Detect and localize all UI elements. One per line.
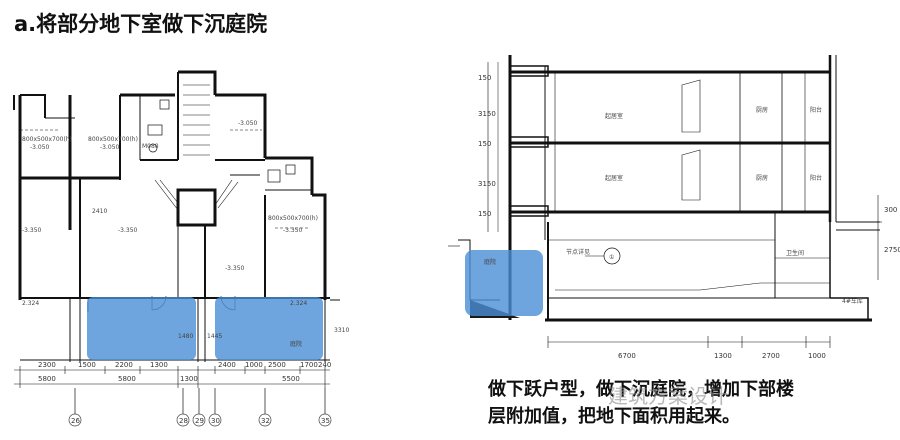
section-dim: 150 bbox=[478, 74, 491, 82]
plan-room-label: 1480 bbox=[178, 333, 193, 340]
section-room-label: 阳台 bbox=[810, 174, 822, 182]
section-room-label: 阳台 bbox=[810, 106, 822, 114]
plan-dim: 5500 bbox=[282, 375, 300, 383]
plan-room-label: 800x500x700(h) bbox=[88, 136, 138, 143]
axis-label: 35 bbox=[321, 417, 330, 425]
plan-room-label: -3.050 bbox=[30, 144, 50, 151]
section-room-label: 4#车库 bbox=[842, 297, 863, 305]
section-room-label: 厨房 bbox=[756, 174, 768, 182]
axis-label: 28 bbox=[179, 417, 188, 425]
plan-room-label: -3.050 bbox=[238, 120, 258, 127]
plan-labels: 800x500x700(h) -3.050 800x500x700(h) -3.… bbox=[22, 120, 349, 348]
courtyard-highlight-section bbox=[465, 250, 543, 316]
section-dim: 6700 bbox=[618, 352, 636, 360]
plan-dim: 1300 bbox=[150, 361, 168, 369]
plan-dim: 2400 bbox=[218, 361, 236, 369]
section-labels: 起居室 厨房 阳台 起居室 厨房 阳台 卫生间 庭院 节点详见 ① 4#车库 bbox=[484, 106, 863, 305]
section-room-label: 起居室 bbox=[605, 112, 623, 120]
plan-room-label: 2.324 bbox=[290, 300, 307, 307]
plan-dim: 2200 bbox=[115, 361, 133, 369]
section-dim: 2700 bbox=[762, 352, 780, 360]
section-dim: 3150 bbox=[478, 180, 496, 188]
courtyard-highlight-right bbox=[215, 297, 323, 360]
floor-plan bbox=[13, 70, 340, 414]
section-dim: 3150 bbox=[478, 110, 496, 118]
section-dim: 1300 bbox=[714, 352, 732, 360]
caption-text: 做下跃户型，做下沉庭院，增加下部楼 层附加值，把地下面积用起来。 bbox=[488, 376, 888, 430]
plan-dim: 240 bbox=[318, 361, 331, 369]
axis-label: 26 bbox=[71, 417, 80, 425]
section-dimensions: 6700 1300 2700 1000 300 2750 150 3150 15… bbox=[478, 74, 900, 360]
axis-label: 30 bbox=[211, 417, 220, 425]
plan-room-label: -3.350 bbox=[283, 227, 303, 234]
plan-dim: 5800 bbox=[38, 375, 56, 383]
plan-room-label: -3.350 bbox=[22, 227, 42, 234]
section-room-label: 庭院 bbox=[484, 258, 496, 266]
caption-line-2: 层附加值，把地下面积用起来。 bbox=[488, 406, 740, 427]
plan-room-label: 2410 bbox=[92, 208, 107, 215]
section-room-label: 起居室 bbox=[605, 174, 623, 182]
plan-room-label: 1445 bbox=[207, 333, 222, 340]
section-room-label: 厨房 bbox=[756, 106, 768, 114]
plan-axis-markers bbox=[68, 413, 332, 427]
section-room-label: ① bbox=[609, 254, 614, 261]
plan-room-label: 庭院 bbox=[290, 340, 302, 348]
courtyard-highlight-left bbox=[87, 297, 196, 360]
section-room-label: 节点详见 bbox=[566, 248, 590, 256]
section-dim: 2750 bbox=[884, 246, 900, 254]
plan-dimensions: 2300 1500 2200 1300 2400 1000 2500 1700 … bbox=[38, 361, 331, 383]
plan-dim: 1700 bbox=[300, 361, 318, 369]
caption-line-1: 做下跃户型，做下沉庭院，增加下部楼 bbox=[488, 379, 794, 400]
plan-dim: 5800 bbox=[118, 375, 136, 383]
axis-label: 29 bbox=[195, 417, 204, 425]
plan-room-label: M080 bbox=[142, 143, 159, 150]
plan-room-label: -3.050 bbox=[100, 144, 120, 151]
plan-dim: 1000 bbox=[245, 361, 263, 369]
plan-room-label: 3310 bbox=[334, 327, 349, 334]
section-room-label: 卫生间 bbox=[786, 249, 804, 257]
plan-room-label: 800x500x700(h) bbox=[22, 136, 72, 143]
section-dim: 1000 bbox=[808, 352, 826, 360]
section-dim: 150 bbox=[478, 140, 491, 148]
building-section bbox=[448, 55, 882, 348]
plan-dim: 2300 bbox=[38, 361, 56, 369]
plan-dim: 1300 bbox=[180, 375, 198, 383]
section-dim: 150 bbox=[478, 210, 491, 218]
plan-room-label: -3.350 bbox=[225, 265, 245, 272]
page-title: a.将部分地下室做下沉庭院 bbox=[14, 12, 268, 36]
plan-room-label: 2.324 bbox=[22, 300, 39, 307]
plan-axis-labels: 26 28 29 30 32 35 bbox=[71, 417, 330, 425]
plan-dim: 2500 bbox=[268, 361, 286, 369]
plan-room-label: 800x500x700(h) bbox=[268, 215, 318, 222]
watermark: 建筑方案设计 bbox=[608, 384, 728, 408]
axis-label: 32 bbox=[261, 417, 270, 425]
section-dim: 300 bbox=[884, 206, 897, 214]
plan-dim: 1500 bbox=[78, 361, 96, 369]
plan-room-label: -3.350 bbox=[118, 227, 138, 234]
